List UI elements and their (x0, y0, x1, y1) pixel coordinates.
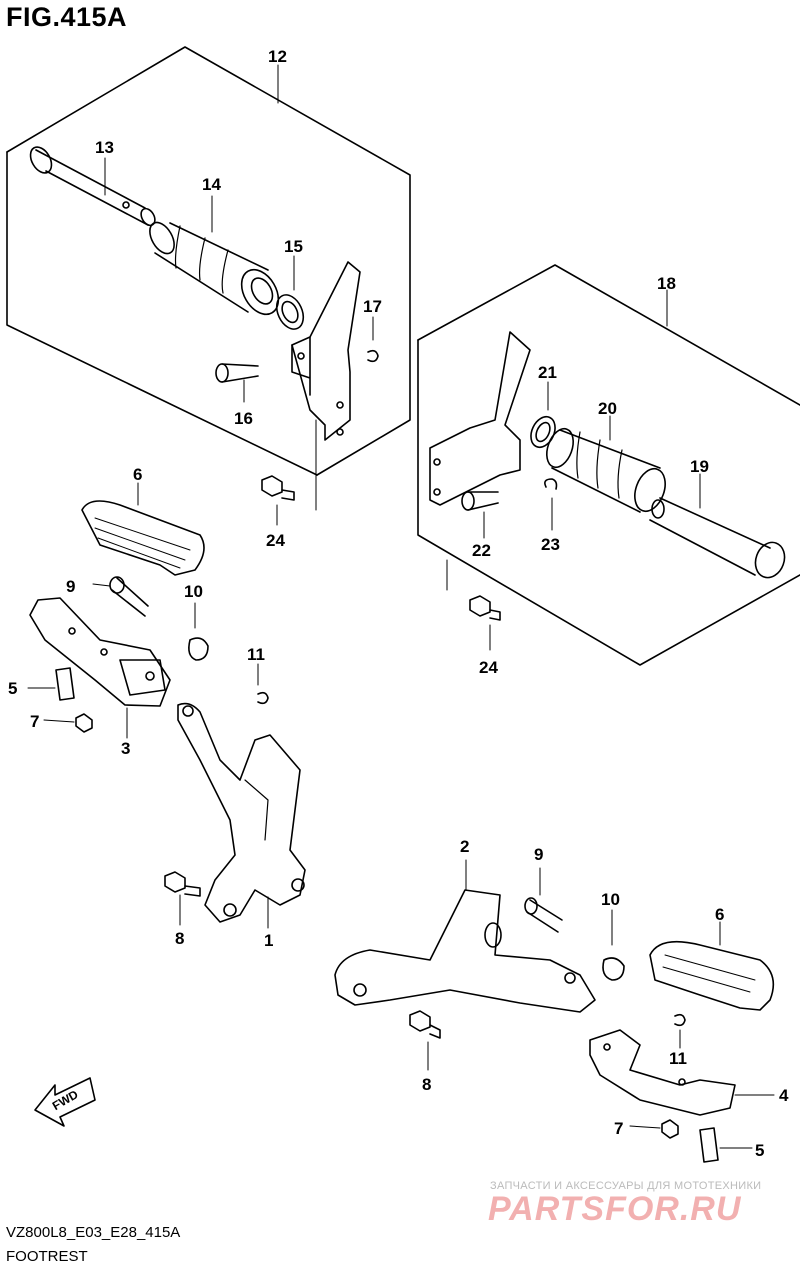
callout-6-right: 6 (715, 905, 724, 924)
diagram-caption: FOOTREST (6, 1248, 88, 1265)
callout-24-upper: 24 (266, 531, 285, 550)
callout-17: 17 (363, 297, 382, 316)
callout-8-left: 8 (175, 929, 184, 948)
forward-direction-arrow (34, 1077, 96, 1127)
assembly-box-12 (6, 46, 411, 476)
watermark-brand: PARTSFOR.RU (488, 1190, 742, 1228)
callout-7-right: 7 (614, 1119, 623, 1138)
callout-13: 13 (95, 138, 114, 157)
callout-11-left: 11 (247, 645, 265, 664)
assembly-box-18 (417, 264, 800, 666)
footrest-left (27, 482, 269, 739)
callout-21: 21 (538, 363, 557, 382)
callout-5-left: 5 (8, 679, 17, 698)
bracket-16-17 (215, 261, 379, 511)
callout-7-left: 7 (30, 712, 39, 731)
callout-5-right: 5 (755, 1141, 764, 1160)
diagram-code: VZ800L8_E03_E28_415A (6, 1224, 181, 1241)
callout-4: 4 (779, 1086, 789, 1105)
roller-20-pin-19 (446, 415, 786, 591)
bolt-24-right (469, 595, 501, 651)
watermark-tagline: ЗАПЧАСТИ И АКСЕССУАРЫ ДЛЯ МОТОТЕХНИКИ (490, 1180, 762, 1192)
callout-11-right: 11 (669, 1049, 687, 1068)
callout-12: 12 (268, 47, 287, 66)
callout-6-left: 6 (133, 465, 142, 484)
callout-24-right: 24 (479, 658, 498, 677)
callout-16: 16 (234, 409, 253, 428)
figure-title: FIG.415A (6, 2, 128, 32)
washer-15 (275, 255, 305, 330)
callout-23: 23 (541, 535, 560, 554)
footrest-right (334, 859, 775, 1163)
pin-13 (29, 146, 156, 227)
callout-14: 14 (202, 175, 221, 194)
callout-3: 3 (121, 739, 130, 758)
callout-19: 19 (690, 457, 709, 476)
callout-18: 18 (657, 274, 676, 293)
callout-15: 15 (284, 237, 303, 256)
callout-labels: 1 2 3 4 5 5 6 6 7 7 8 8 9 9 10 10 11 11 … (8, 47, 789, 1160)
callout-1: 1 (264, 931, 273, 950)
callout-22: 22 (472, 541, 491, 560)
callout-10-right: 10 (601, 890, 620, 909)
bolt-24-upper (261, 475, 295, 526)
callout-2: 2 (460, 837, 469, 856)
callout-9-left: 9 (66, 577, 75, 596)
callout-9-right: 9 (534, 845, 543, 864)
callout-20: 20 (598, 399, 617, 418)
frame-bracket-1 (164, 702, 306, 929)
callout-8-right: 8 (422, 1075, 431, 1094)
roller-14 (149, 195, 280, 316)
callout-10-left: 10 (184, 582, 203, 601)
